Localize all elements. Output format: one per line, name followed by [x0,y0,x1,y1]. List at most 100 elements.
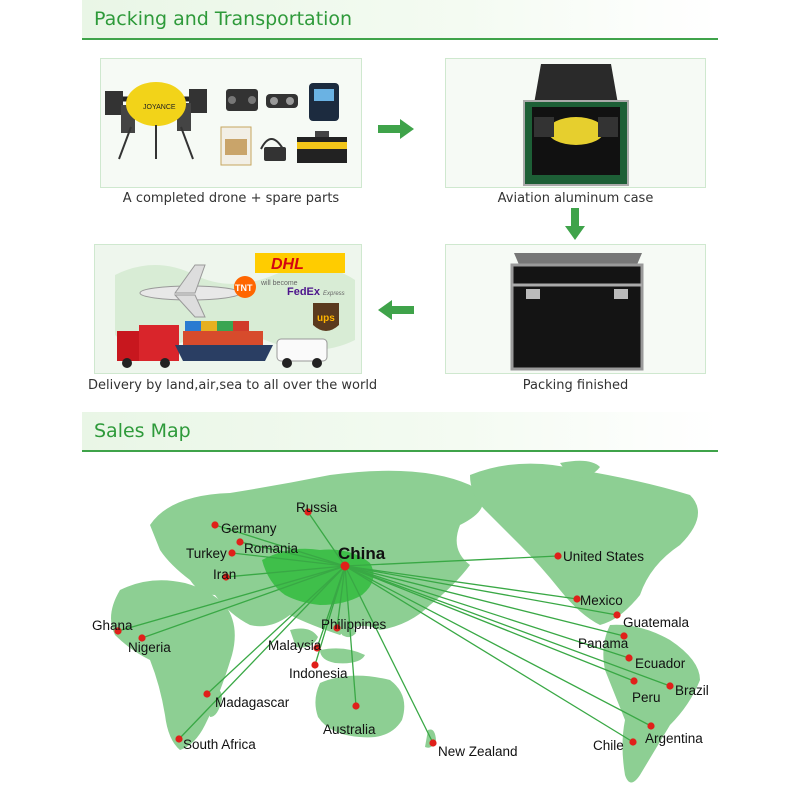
land-masses [111,460,700,783]
location-dot-ghana [114,627,122,635]
packed-case-illustration [446,245,705,373]
location-label-indonesia: Indonesia [289,666,348,681]
route-line-germany [214,524,346,567]
tnt-logo: TNT [234,276,256,298]
route-line-brazil [344,565,671,687]
svg-text:Express: Express [323,291,345,297]
location-label-russia: Russia [296,500,338,515]
svg-text:ups: ups [317,313,335,324]
location-label-mexico: Mexico [580,593,623,608]
location-label-nigeria: Nigeria [128,640,171,655]
location-dot-panama [620,632,628,640]
location-label-guatemala: Guatemala [623,615,690,630]
route-line-south-africa [178,565,346,740]
location-dot-iran [222,573,230,581]
location-dot-argentina [647,722,655,730]
location-dot-ecuador [625,654,633,662]
dhl-logo: DHL [255,253,345,273]
route-line-peru [344,565,635,682]
location-dot-malaysia [313,644,321,652]
route-line-mexico [344,565,578,600]
aluminum-case-image [445,58,706,188]
location-dot-indonesia [311,661,319,669]
step-caption-case: Aviation aluminum case [497,191,654,206]
cargo-ship-icon [175,321,273,361]
route-line-iran [225,565,346,578]
location-label-romania: Romania [244,541,299,556]
route-line-nigeria [141,565,346,639]
location-dot-philippines [333,624,341,632]
arrow-down-icon [565,208,585,240]
van-icon [276,338,328,368]
location-label-south-africa: South Africa [183,737,256,752]
airplane-icon [139,264,241,318]
svg-text:TNT: TNT [235,283,253,293]
packing-section-title: Packing and Transportation [94,8,353,30]
location-label-chile: Chile [593,738,624,753]
location-dot-russia [304,508,312,516]
location-dot-nigeria [138,634,146,642]
aluminum-case-illustration [446,59,705,187]
location-label-united-states: United States [563,549,644,564]
sales-map-title: Sales Map [94,420,191,442]
step-caption-delivery: Delivery by land,air,sea to all over the… [88,378,378,393]
location-label-turkey: Turkey [186,546,227,561]
route-line-ecuador [344,565,630,659]
location-dot-turkey [228,549,236,557]
location-dot-australia [352,702,360,710]
battery-icon [220,126,252,166]
location-dot-peru [630,677,638,685]
location-label-ghana: Ghana [92,618,133,633]
drone-parts-illustration: JOYANCE [101,59,361,187]
charger-icon [309,83,339,121]
packing-section-header: Packing and Transportation [82,0,718,40]
route-line-chile [344,565,634,743]
hub-label-china: China [338,544,386,563]
cable-icon [260,138,286,161]
arrow-left-icon [378,300,414,320]
location-dot-chile [629,738,637,746]
location-dot-south-africa [175,735,183,743]
location-label-panama: Panama [578,636,629,651]
location-label-malaysia: Malaysia [268,638,322,653]
route-line-new-zealand [344,565,434,744]
route-line-romania [239,541,346,567]
location-dot-mexico [573,595,581,603]
location-label-madagascar: Madagascar [215,695,290,710]
truck-icon [117,325,179,368]
step-caption-packed: Packing finished [522,378,629,393]
location-dot-united-states [554,552,562,560]
location-label-brazil: Brazil [675,683,709,698]
location-label-ecuador: Ecuador [635,656,686,671]
route-line-turkey [231,552,346,567]
route-line-madagascar [206,565,346,695]
svg-text:DHL: DHL [271,256,304,273]
sales-map-header: Sales Map [82,412,718,452]
delivery-image: DHL TNT will become FedEx Express ups [94,244,362,374]
route-line-philippines [336,565,346,629]
delivery-illustration: DHL TNT will become FedEx Express ups [95,245,361,373]
route-line-russia [307,511,346,567]
location-label-argentina: Argentina [645,731,703,746]
drone-icon: JOYANCE [105,82,207,160]
remote-controller-icon [226,89,258,111]
arrow-right-icon [378,119,414,139]
receiver-icon [266,94,298,108]
location-label-germany: Germany [221,521,277,536]
location-dot-romania [236,538,244,546]
route-line-ghana [117,565,346,632]
route-line-panama [344,565,625,637]
location-label-philippines: Philippines [321,617,387,632]
location-label-iran: Iran [213,567,236,582]
svg-text:will become: will become [260,280,298,287]
route-line-united-states [344,555,559,567]
location-dot-madagascar [203,690,211,698]
route-line-argentina [344,565,652,727]
location-dot-new-zealand [429,739,437,747]
location-dot-germany [211,521,219,529]
route-line-australia [344,565,357,707]
step-caption-drone: A completed drone + spare parts [122,191,340,206]
